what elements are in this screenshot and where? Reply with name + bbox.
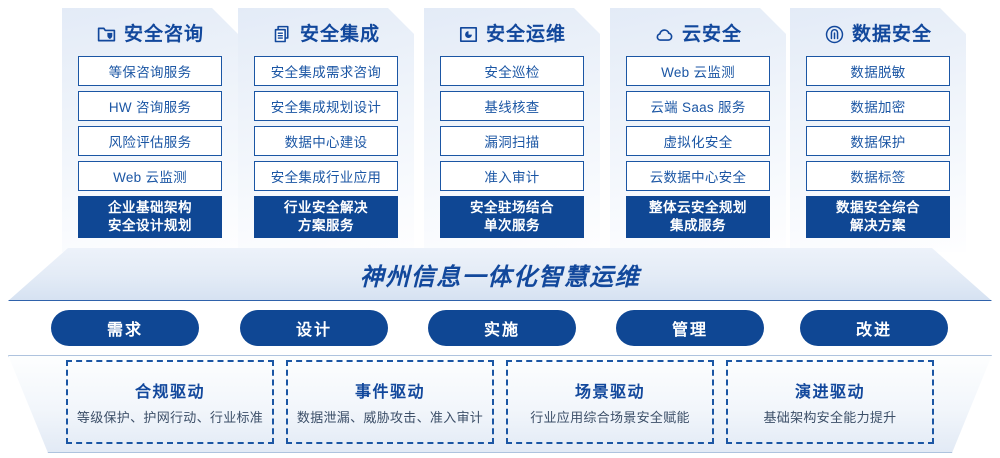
pillar-summary-line1: 整体云安全规划 xyxy=(649,200,747,215)
pillar-column-security-integration[interactable]: 安全集成 安全集成需求咨询 安全集成规划设计 数据中心建设 安全集成行业应用 行… xyxy=(238,8,414,252)
driver-title: 场景驱动 xyxy=(574,384,645,401)
pillar-header: 云安全 xyxy=(626,8,770,56)
driver-card-compliance[interactable]: 合规驱动 等级保护、护网行动、行业标准 xyxy=(66,360,274,444)
pillar-item[interactable]: 基线核查 xyxy=(440,91,584,121)
pillar-item[interactable]: 等保咨询服务 xyxy=(78,56,222,86)
stage-pill-implementation[interactable]: 实施 xyxy=(428,310,576,346)
pillar-header: 数据安全 xyxy=(806,8,950,56)
pillar-item[interactable]: 数据中心建设 xyxy=(254,126,398,156)
pillar-summary-line1: 数据安全综合 xyxy=(836,200,920,215)
stage-pill-management[interactable]: 管理 xyxy=(616,310,764,346)
pillar-item[interactable]: 数据加密 xyxy=(806,91,950,121)
pillar-column-security-consulting[interactable]: 安全咨询 等保咨询服务 HW 咨询服务 风险评估服务 Web 云监测 企业基础架… xyxy=(62,8,238,252)
driver-title: 演进驱动 xyxy=(794,384,865,401)
platform-banner: 神州信息一体化智慧运维 xyxy=(8,248,992,301)
cloud-icon xyxy=(654,24,675,45)
pillar-title: 安全咨询 xyxy=(123,23,204,45)
pillar-column-cloud-security[interactable]: 云安全 Web 云监测 云端 Saas 服务 虚拟化安全 云数据中心安全 整体云… xyxy=(610,8,786,252)
pillar-summary-line2: 安全设计规划 xyxy=(108,218,192,233)
pillar-title: 云安全 xyxy=(681,23,742,45)
stage-pill-design[interactable]: 设计 xyxy=(240,310,388,346)
pillar-item[interactable]: 安全集成需求咨询 xyxy=(254,56,398,86)
pillar-header: 安全运维 xyxy=(440,8,584,56)
pillar-title: 安全运维 xyxy=(485,23,566,45)
pillar-item[interactable]: 数据保护 xyxy=(806,126,950,156)
driver-card-evolution[interactable]: 演进驱动 基础架构安全能力提升 xyxy=(726,360,934,444)
pillar-header: 安全咨询 xyxy=(78,8,222,56)
pillar-summary[interactable]: 数据安全综合 解决方案 xyxy=(806,196,950,238)
pillar-summary-line2: 解决方案 xyxy=(850,218,906,233)
pillar-summary[interactable]: 行业安全解决 方案服务 xyxy=(254,196,398,238)
pillar-item[interactable]: 数据脱敏 xyxy=(806,56,950,86)
pillar-title: 安全集成 xyxy=(299,23,380,45)
driver-description: 行业应用综合场景安全赋能 xyxy=(530,410,690,425)
pillar-item[interactable]: Web 云监测 xyxy=(626,56,770,86)
drivers-row: 合规驱动 等级保护、护网行动、行业标准 事件驱动 数据泄漏、威胁攻击、准入审计 … xyxy=(8,360,992,444)
pillar-item[interactable]: 数据标签 xyxy=(806,161,950,191)
pillar-item[interactable]: 安全集成规划设计 xyxy=(254,91,398,121)
pillar-item[interactable]: 安全巡检 xyxy=(440,56,584,86)
driver-title: 合规驱动 xyxy=(134,384,205,401)
pillar-item[interactable]: 风险评估服务 xyxy=(78,126,222,156)
pillar-summary-line1: 行业安全解决 xyxy=(284,200,368,215)
monitor-chart-icon xyxy=(458,24,479,45)
driver-title: 事件驱动 xyxy=(354,384,425,401)
pillar-item[interactable]: Web 云监测 xyxy=(78,161,222,191)
pillar-item[interactable]: 准入审计 xyxy=(440,161,584,191)
pillar-item[interactable]: HW 咨询服务 xyxy=(78,91,222,121)
stage-pill-requirement[interactable]: 需求 xyxy=(51,310,199,346)
pillar-item[interactable]: 安全集成行业应用 xyxy=(254,161,398,191)
pillar-summary-line2: 单次服务 xyxy=(484,218,540,233)
driver-card-incident[interactable]: 事件驱动 数据泄漏、威胁攻击、准入审计 xyxy=(286,360,494,444)
pillar-item[interactable]: 漏洞扫描 xyxy=(440,126,584,156)
pillar-column-security-operations[interactable]: 安全运维 安全巡检 基线核查 漏洞扫描 准入审计 安全驻场结合 单次服务 xyxy=(424,8,600,252)
platform-banner-title: 神州信息一体化智慧运维 xyxy=(359,263,641,291)
pillar-item[interactable]: 云端 Saas 服务 xyxy=(626,91,770,121)
pillar-summary-line1: 安全驻场结合 xyxy=(470,200,554,215)
pillar-summary[interactable]: 整体云安全规划 集成服务 xyxy=(626,196,770,238)
stage-pill-improvement[interactable]: 改进 xyxy=(800,310,948,346)
lifecycle-stages: 需求 设计 实施 管理 改进 xyxy=(0,310,1000,348)
pillar-item[interactable]: 虚拟化安全 xyxy=(626,126,770,156)
driver-description: 数据泄漏、威胁攻击、准入审计 xyxy=(296,410,484,425)
shield-folder-icon xyxy=(96,24,117,45)
pillar-summary[interactable]: 安全驻场结合 单次服务 xyxy=(440,196,584,238)
fingerprint-icon xyxy=(824,24,845,45)
pillar-title: 数据安全 xyxy=(851,23,932,45)
pillar-summary-line2: 集成服务 xyxy=(670,218,726,233)
pillar-item[interactable]: 云数据中心安全 xyxy=(626,161,770,191)
driver-description: 基础架构安全能力提升 xyxy=(763,410,897,425)
driver-card-scenario[interactable]: 场景驱动 行业应用综合场景安全赋能 xyxy=(506,360,714,444)
pillar-summary-line1: 企业基础架构 xyxy=(108,200,192,215)
pillar-header: 安全集成 xyxy=(254,8,398,56)
pillar-column-data-security[interactable]: 数据安全 数据脱敏 数据加密 数据保护 数据标签 数据安全综合 解决方案 xyxy=(790,8,966,252)
driver-description: 等级保护、护网行动、行业标准 xyxy=(76,410,264,425)
pillar-columns: 安全咨询 等保咨询服务 HW 咨询服务 风险评估服务 Web 云监测 企业基础架… xyxy=(0,8,1000,256)
documents-stack-icon xyxy=(272,24,293,45)
pillar-summary-line2: 方案服务 xyxy=(298,218,354,233)
pillar-summary[interactable]: 企业基础架构 安全设计规划 xyxy=(78,196,222,238)
